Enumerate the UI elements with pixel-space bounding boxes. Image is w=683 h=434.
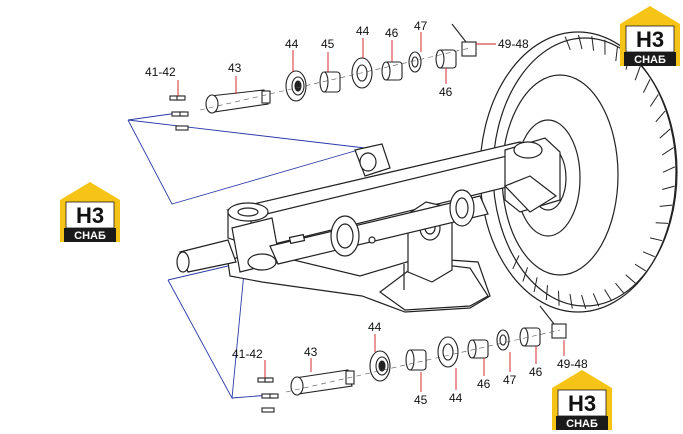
logo-mark: H3 — [568, 391, 596, 416]
tread-lug — [545, 285, 548, 301]
tread-lug — [662, 166, 676, 173]
label-47-bottom: 47 — [503, 373, 517, 387]
label-43-top: 43 — [228, 61, 242, 75]
tread-lug — [615, 282, 625, 294]
logo-mark: H3 — [636, 27, 664, 52]
axle-beam — [176, 137, 561, 313]
bottom-ring-44a — [369, 350, 391, 382]
tread-lug — [522, 267, 528, 282]
tread-lug — [659, 204, 673, 207]
bottom-fitting-49-48 — [539, 305, 567, 339]
label-45-bottom: 45 — [414, 393, 428, 407]
label-49-48-top: 49-48 — [498, 37, 529, 51]
logo-left: H3 СНАБ — [60, 182, 120, 242]
tread-lug — [649, 237, 663, 242]
label-41-42-bottom: 41-42 — [232, 347, 263, 361]
label-49-48-bottom: 49-48 — [557, 357, 588, 371]
tire-tread — [512, 34, 676, 309]
label-44-bottom: 44 — [368, 320, 382, 334]
label-46b-bottom: 46 — [529, 365, 543, 379]
bottom-bushing-46b — [519, 327, 541, 347]
tread-lug — [564, 36, 571, 50]
label-41-42-top: 41-42 — [145, 65, 176, 79]
tread-lug — [604, 289, 613, 302]
tread-lug — [634, 263, 646, 272]
bottom-ring-44b — [437, 336, 459, 368]
tread-lug — [512, 255, 520, 270]
logo-word: СНАБ — [634, 54, 666, 66]
top-fitting-49-48 — [451, 23, 477, 57]
tread-lug — [578, 34, 583, 50]
tread-lug — [659, 128, 671, 139]
label-46a-top: 46 — [385, 26, 399, 40]
top-callouts: 41-42 43 44 45 44 46 47 49-48 46 — [145, 19, 529, 99]
tread-lug — [655, 110, 666, 123]
label-43-bottom: 43 — [304, 345, 318, 359]
tread-lug — [569, 294, 573, 309]
top-parts — [169, 23, 477, 131]
top-bushing-45 — [319, 71, 341, 93]
tread-lug — [661, 147, 674, 156]
tread-lug — [649, 94, 659, 107]
leader-lines — [177, 32, 565, 392]
top-bolts — [169, 95, 189, 131]
label-46b-top: 46 — [439, 85, 453, 99]
label-44a-top: 44 — [285, 37, 299, 51]
bottom-bolts — [257, 377, 279, 413]
tread-lug — [625, 274, 636, 284]
top-bushing-46b — [435, 49, 457, 69]
label-44b-bottom: 44 — [449, 391, 463, 405]
bottom-bushing-46a — [467, 339, 489, 359]
tread-lug — [634, 66, 641, 81]
tread-lug — [642, 79, 651, 93]
tread-lug — [533, 277, 538, 293]
logo-mark: H3 — [76, 203, 104, 228]
tread-lug — [662, 185, 675, 190]
tread-lug — [558, 290, 560, 306]
logo-top-right: H3 СНАБ — [620, 6, 680, 66]
top-bushing-46a — [381, 61, 403, 81]
bottom-parts — [257, 305, 567, 413]
label-44b-top: 44 — [356, 24, 370, 38]
label-47-top: 47 — [414, 19, 428, 33]
bottom-callouts: 44 41-42 43 45 44 46 47 46 49-48 — [232, 320, 588, 407]
logo-word: СНАБ — [74, 230, 106, 242]
bottom-bushing-45 — [405, 349, 427, 371]
tread-lug — [642, 251, 655, 258]
tread-lug — [615, 46, 618, 62]
top-washer-47 — [408, 51, 422, 73]
tread-lug — [581, 294, 587, 309]
tread-lug — [592, 293, 600, 307]
bottom-washer-47 — [496, 329, 510, 351]
tread-lug — [655, 222, 669, 224]
tread-lug — [591, 36, 595, 51]
logo-word: СНАБ — [566, 418, 598, 430]
label-45-top: 45 — [321, 37, 335, 51]
logo-bottom-right: H3 СНАБ — [552, 370, 612, 430]
label-46a-bottom: 46 — [477, 377, 491, 391]
top-ring-44a — [285, 70, 307, 102]
bottom-pin — [290, 369, 355, 396]
